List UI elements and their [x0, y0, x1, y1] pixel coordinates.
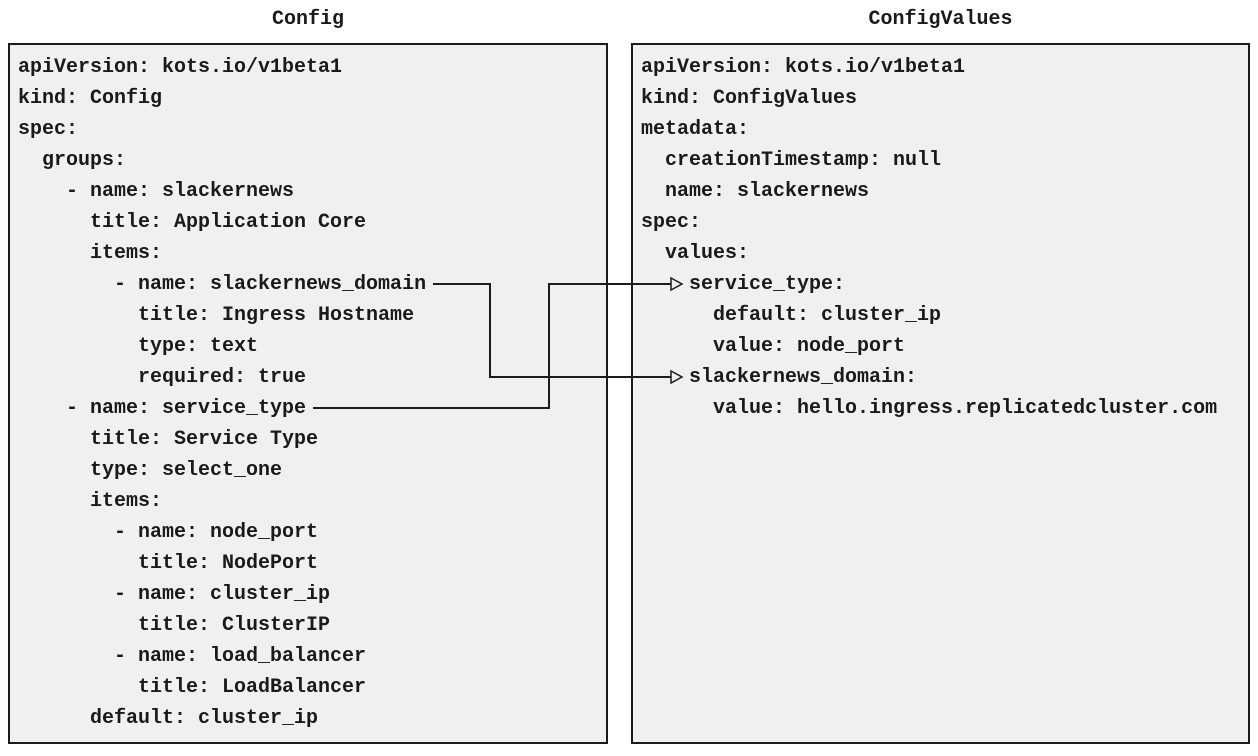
- configvalues-code-line: service_type:: [641, 273, 846, 296]
- config-code-line: type: select_one: [18, 459, 283, 482]
- config-code-line: - name: cluster_ip: [18, 583, 331, 606]
- config-code-line: title: Application Core: [18, 211, 367, 234]
- configvalues-code-line: creationTimestamp: null: [641, 149, 942, 172]
- configvalues-code-line: default: cluster_ip: [641, 304, 942, 327]
- config-code-line: kind: Config: [18, 87, 163, 110]
- config-code-line: title: NodePort: [18, 552, 319, 575]
- config-code-line: - name: node_port: [18, 521, 319, 544]
- configvalues-code-line: value: hello.ingress.replicatedcluster.c…: [641, 397, 1218, 420]
- configvalues-code-line: value: node_port: [641, 335, 906, 358]
- config-panel-title: Config: [271, 8, 344, 31]
- config-code-line: apiVersion: kots.io/v1beta1: [18, 56, 343, 79]
- config-code-line: required: true: [18, 366, 307, 389]
- config-code-line: title: Ingress Hostname: [18, 304, 415, 327]
- config-code-line: - name: service_type: [18, 397, 307, 420]
- config-code-line: spec:: [18, 118, 79, 141]
- configvalues-code-line: slackernews_domain:: [641, 366, 918, 389]
- configvalues-code-line: spec:: [641, 211, 702, 234]
- config-code-line: - name: slackernews_domain: [18, 273, 427, 296]
- config-code-line: default: cluster_ip: [18, 707, 319, 730]
- configvalues-code-line: metadata:: [641, 118, 750, 141]
- config-code-line: title: Service Type: [18, 428, 319, 451]
- config-code-line: items:: [18, 242, 163, 265]
- configvalues-code-line: name: slackernews: [641, 180, 870, 203]
- config-code-line: - name: slackernews: [18, 180, 295, 203]
- config-code-line: type: text: [18, 335, 259, 358]
- config-code-box: apiVersion: kots.io/v1beta1 kind: Config…: [8, 43, 608, 744]
- config-code-line: groups:: [18, 149, 127, 172]
- configvalues-panel-title: ConfigValues: [868, 8, 1013, 31]
- configvalues-code-line: kind: ConfigValues: [641, 87, 858, 110]
- config-code-line: title: LoadBalancer: [18, 676, 367, 699]
- config-code-line: title: ClusterIP: [18, 614, 331, 637]
- configvalues-code-box: apiVersion: kots.io/v1beta1 kind: Config…: [631, 43, 1250, 744]
- config-code-line: - name: load_balancer: [18, 645, 367, 668]
- configvalues-code-line: values:: [641, 242, 750, 265]
- config-code-line: items:: [18, 490, 163, 513]
- configvalues-code-line: apiVersion: kots.io/v1beta1: [641, 56, 966, 79]
